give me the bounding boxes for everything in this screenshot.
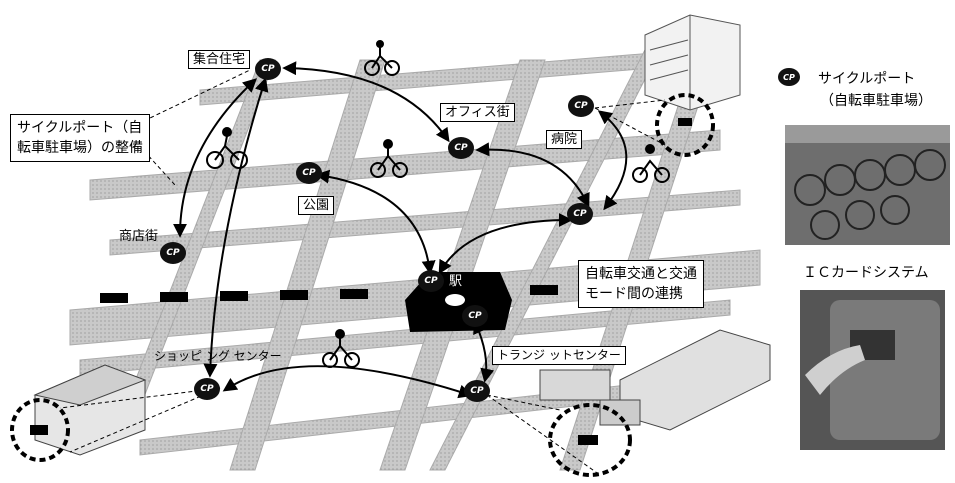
- cp-marker-shopping-street: CP: [160, 242, 186, 264]
- callout-cycle-port-line1: サイクルポート（自: [17, 120, 143, 136]
- cp-marker-park: CP: [296, 162, 322, 184]
- shopping-center-building: [33, 364, 147, 456]
- label-hospital: 病院: [546, 130, 583, 149]
- ic-card-photo: [800, 290, 945, 450]
- cp-marker-office: CP: [448, 137, 474, 159]
- label-transit-center: トランジ ットセンター: [492, 346, 626, 365]
- route-arrows: [173, 61, 628, 399]
- label-shopping-center: ショッピ ング センター: [154, 349, 282, 363]
- label-office: オフィス街: [440, 103, 515, 122]
- legend-cycle-port-line2: （自転車駐車場）: [820, 93, 932, 109]
- cp-marker-station-south: CP: [462, 305, 488, 327]
- callout-mode-link-line1: 自転車交通と交通: [585, 266, 697, 282]
- callout-mode-link: 自転車交通と交通 モード間の連携: [578, 260, 704, 308]
- label-park: 公園: [298, 196, 335, 215]
- cp-marker-station-north: CP: [418, 270, 444, 292]
- apartment-building: [644, 14, 741, 111]
- legend-cycle-port-line1: サイクルポート: [818, 71, 916, 87]
- label-housing: 集合住宅: [188, 50, 251, 69]
- label-station: 駅: [444, 272, 468, 291]
- cp-marker-shopping-center: CP: [194, 378, 220, 400]
- callout-cycle-port: サイクルポート（自 転車駐車場）の整備: [10, 114, 150, 162]
- highlight-circles: [10, 93, 715, 477]
- transit-center-area: [539, 329, 771, 431]
- legend-cp-icon: CP: [778, 68, 800, 86]
- cyclist-figures: [206, 40, 670, 368]
- callout-mode-link-line2: モード間の連携: [585, 286, 683, 302]
- cp-marker-hospital: CP: [568, 95, 594, 117]
- cp-marker-east: CP: [567, 203, 593, 225]
- cp-marker-transit-center: CP: [464, 380, 490, 402]
- cycle-port-photo: [785, 125, 950, 245]
- cp-marker-housing: CP: [255, 58, 281, 80]
- callout-cycle-port-line2: 転車駐車場）の整備: [17, 140, 143, 156]
- label-shopping-street: 商店街: [119, 229, 159, 244]
- legend-ic-card-system: ＩＣカードシステム: [803, 265, 929, 281]
